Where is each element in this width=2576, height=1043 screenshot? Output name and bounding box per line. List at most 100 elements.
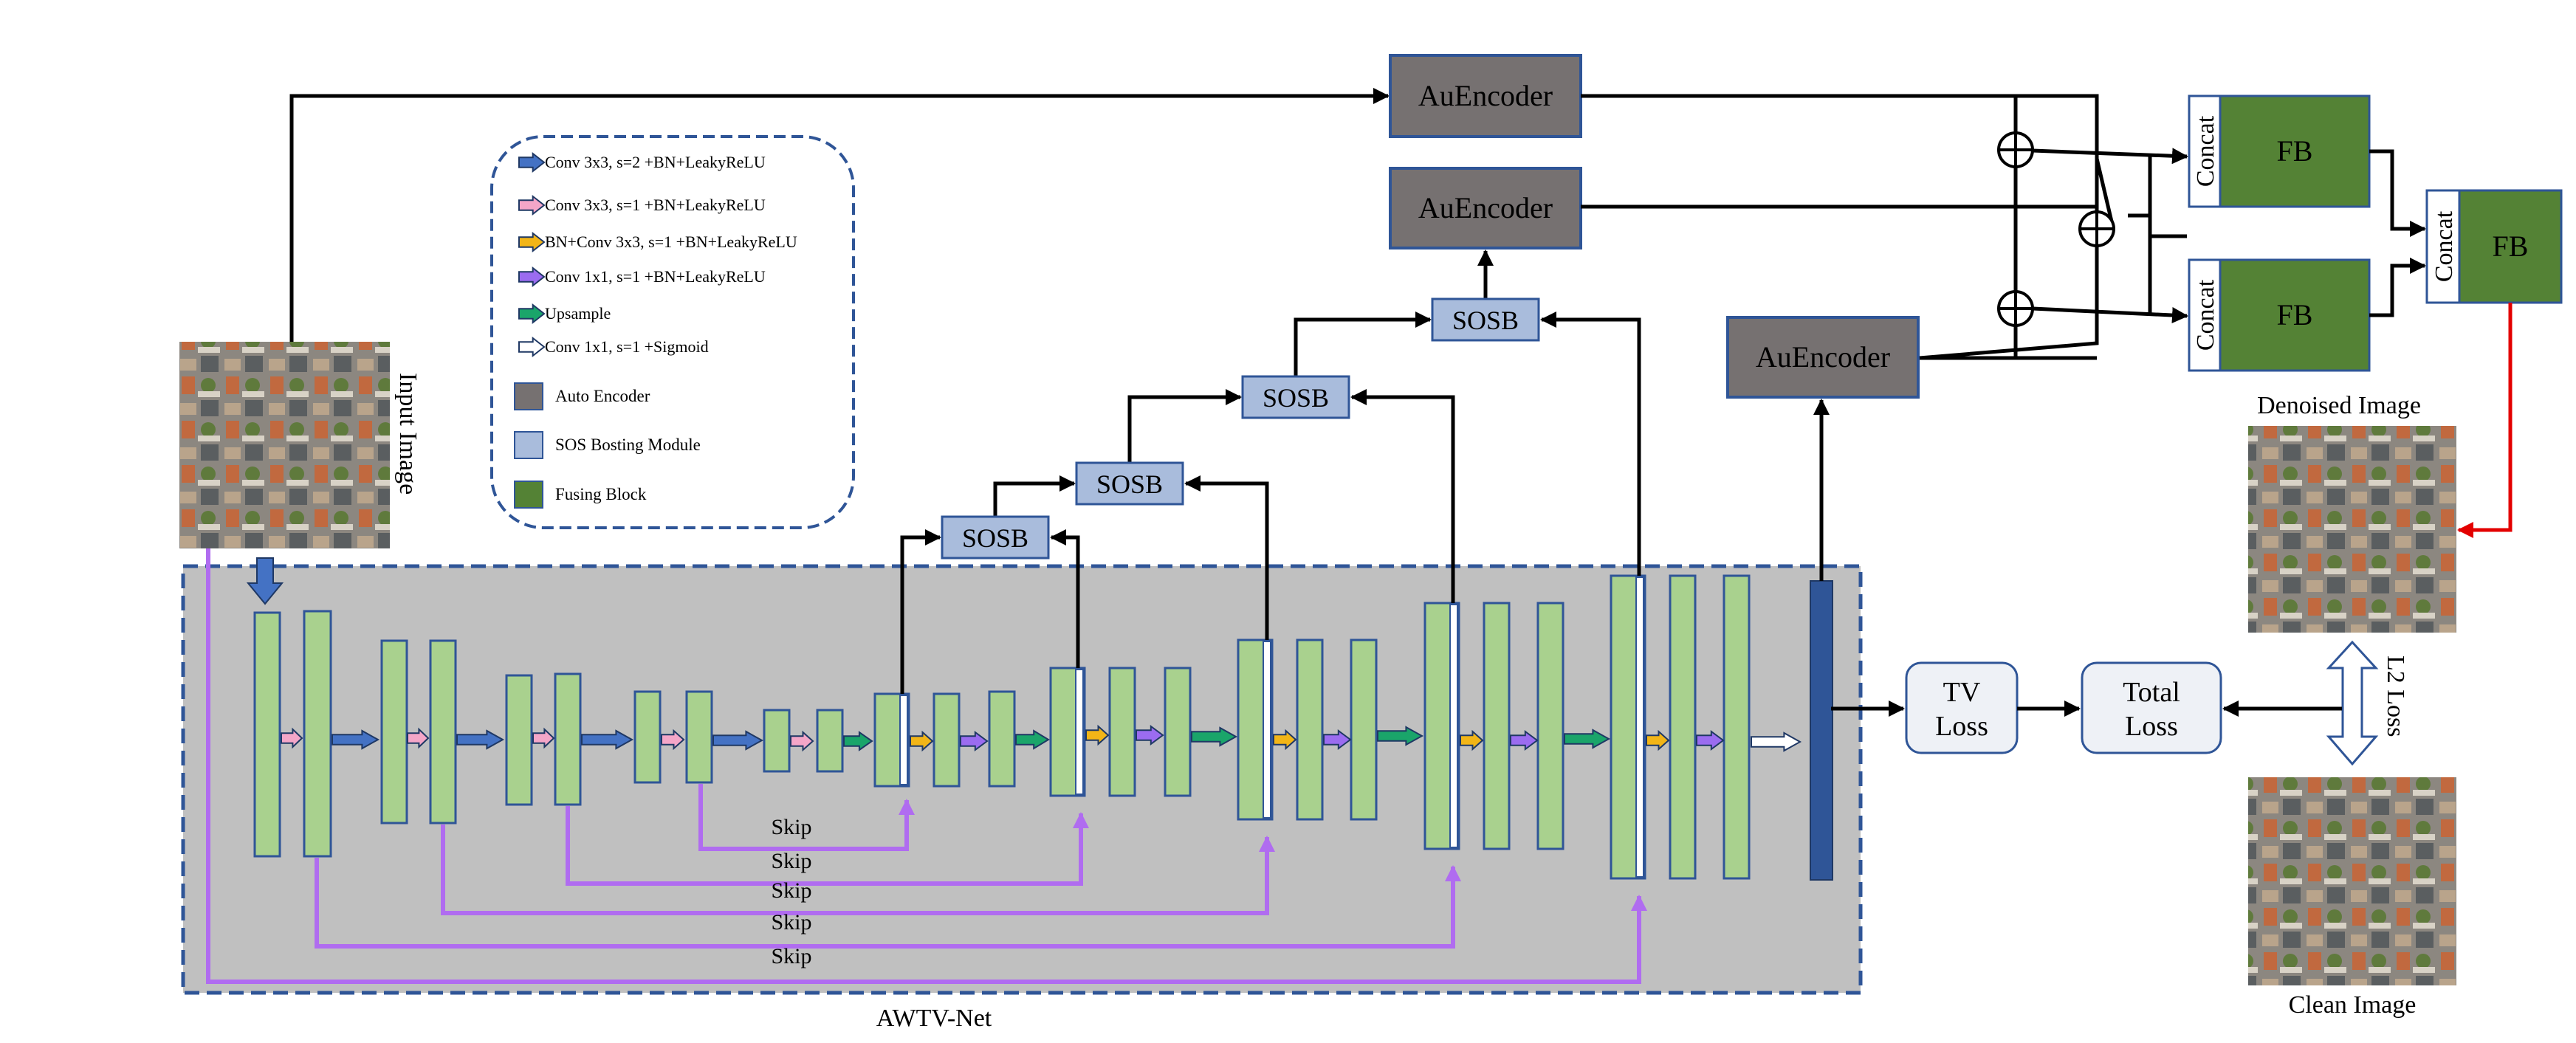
- legend-label-7: SOS Bosting Module: [555, 436, 701, 454]
- legend-label-1: Conv 3x3, s=1 +BN+LeakyReLU: [545, 196, 766, 214]
- add-node-1: [1997, 131, 2034, 168]
- sosb-connection-1: [1050, 529, 1080, 668]
- layer-arrow-7: [712, 730, 764, 751]
- fb-2-label: FB: [2277, 298, 2313, 331]
- sosb-connection-2: [993, 475, 1076, 517]
- legend-box: [490, 135, 855, 529]
- legend-arrow-3: [518, 266, 546, 288]
- layer-arrow-12: [1015, 729, 1050, 750]
- legend-label-3: Conv 1x1, s=1 +BN+LeakyReLU: [545, 267, 766, 286]
- layer-arrow-18: [1377, 726, 1424, 746]
- sosb-connection-0: [900, 529, 941, 694]
- layer-arrow-9: [843, 731, 873, 751]
- sosb-3: SOSB: [1241, 375, 1350, 419]
- denoised-image-label: Denoised Image: [2257, 392, 2421, 419]
- layer-arrow-11: [960, 731, 989, 751]
- feature-map-14: [1108, 667, 1136, 797]
- feature-map-11: [932, 692, 961, 788]
- awtv-net-panel: [181, 564, 1863, 995]
- skip-label-4: Skip: [771, 944, 811, 968]
- concat-1-label: Concat: [2192, 115, 2219, 187]
- total-loss-box: Total Loss: [2081, 661, 2222, 754]
- layer-arrow-3: [456, 729, 505, 750]
- layer-arrow-19: [1460, 729, 1484, 751]
- feature-map-9: [816, 709, 844, 773]
- feature-map-18: [1350, 638, 1378, 821]
- auencoder-3-label: AuEncoder: [1756, 340, 1890, 374]
- concat-2-label: Concat: [2192, 279, 2219, 351]
- skip-connection-3: [315, 858, 1461, 949]
- feature-map-3: [429, 639, 457, 825]
- feature-map-24: [1723, 574, 1751, 880]
- legend-label-8: Fusing Block: [555, 485, 647, 503]
- skip-connection-1: [566, 806, 1089, 886]
- add-node-3: [1997, 290, 2034, 327]
- feature-map-5: [554, 672, 582, 806]
- feature-map-0: [253, 611, 281, 858]
- l2-loss-arrow: [2326, 640, 2379, 766]
- legend-label-5: Conv 1x1, s=1 +Sigmoid: [545, 337, 709, 356]
- sosb-3-label: SOSB: [1263, 383, 1329, 413]
- sosb-2-label: SOSB: [1096, 469, 1163, 499]
- skip-label-0: Skip: [771, 815, 811, 839]
- feature-map-20: [1483, 602, 1511, 850]
- fb-1-label: FB: [2277, 134, 2313, 168]
- legend-arrow-4: [518, 303, 546, 325]
- sosb-connection-5: [1350, 389, 1455, 603]
- skip-label-3: Skip: [771, 910, 811, 934]
- awtv-net-label: AWTV-Net: [876, 1005, 992, 1032]
- layer-arrow-10: [910, 730, 934, 752]
- feature-map-1: [303, 610, 332, 858]
- feature-map-2: [380, 639, 408, 825]
- feature-map-7: [685, 690, 713, 784]
- tv-loss-line1: TV: [1943, 677, 1981, 708]
- auencoder-1: AuEncoder: [1389, 54, 1582, 138]
- layer-arrow-21: [1564, 729, 1611, 749]
- add-node-2: [2078, 210, 2115, 247]
- layer-arrow-0: [281, 727, 303, 749]
- legend-arrow-5: [518, 336, 546, 358]
- layer-arrow-2: [407, 727, 430, 749]
- clean-image: [2248, 777, 2456, 985]
- auencoder-1-label: AuEncoder: [1418, 79, 1553, 112]
- sosb-connection-6: [1294, 311, 1432, 376]
- feature-map-23: [1669, 574, 1697, 880]
- legend-arrow-1: [518, 194, 546, 216]
- clean-image-label: Clean Image: [2289, 991, 2417, 1019]
- sosb-connection-7: [1540, 311, 1641, 576]
- skip-connection-0: [698, 784, 915, 851]
- fb-3-label: FB: [2493, 230, 2529, 263]
- sosb-4-label: SOSB: [1452, 306, 1519, 335]
- concat-3-label: Concat: [2431, 210, 2458, 282]
- fusing-block-1: Concat FB: [2188, 94, 2371, 208]
- fusing-block-2: Concat FB: [2188, 258, 2371, 372]
- fusing-block-3: Concat FB: [2425, 189, 2563, 304]
- feature-map-concat-10: [899, 695, 908, 785]
- feature-map-4: [505, 674, 533, 806]
- feature-map-concat-16: [1263, 641, 1271, 819]
- layer-arrow-20: [1510, 730, 1539, 751]
- input-down-arrow: [246, 557, 284, 605]
- skip-connection-2: [441, 825, 1275, 915]
- feature-map-12: [988, 690, 1016, 788]
- layer-arrow-24: [1751, 732, 1802, 752]
- feature-map-15: [1164, 667, 1192, 797]
- input-image-label: Input Image: [394, 373, 422, 495]
- legend-swatch-8: [514, 481, 543, 509]
- layer-arrow-15: [1191, 726, 1238, 747]
- legend-arrow-2: [518, 231, 546, 253]
- layer-arrow-23: [1696, 730, 1725, 751]
- tv-loss-line2: Loss: [1935, 711, 1988, 742]
- feature-map-17: [1296, 638, 1324, 821]
- legend-label-0: Conv 3x3, s=2 +BN+LeakyReLU: [545, 153, 766, 171]
- layer-arrow-5: [581, 729, 634, 750]
- skip-label-2: Skip: [771, 878, 811, 903]
- layer-arrow-22: [1646, 729, 1670, 751]
- output-arrow: [2457, 303, 2513, 538]
- output-feature-bar: [1810, 580, 1833, 881]
- legend-swatch-6: [514, 382, 543, 410]
- sosb-1: SOSB: [941, 515, 1050, 560]
- sosb-connection-4: [1127, 389, 1242, 463]
